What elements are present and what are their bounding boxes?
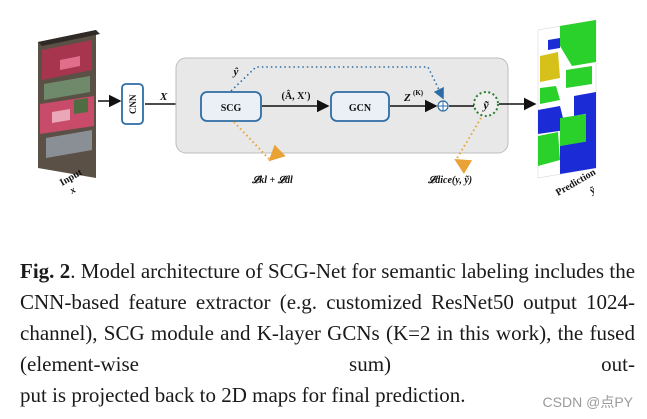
caption-line-1: . Model architecture of SCG-Net for sema… <box>70 259 529 283</box>
prediction-image <box>537 19 597 179</box>
scg-label: SCG <box>221 103 242 114</box>
caption-line-4: GCNs (K=2 in this work), the fused (elem… <box>20 321 635 376</box>
ytilde-node <box>473 91 499 117</box>
ytilde-label: ỹ <box>481 98 489 112</box>
caption-line-3: ResNet50 output 1024-channel), SCG modul… <box>20 290 636 345</box>
caption-line-5: put is projected back to 2D maps for fin… <box>20 383 466 407</box>
sum-node-icon <box>437 100 449 112</box>
input-image <box>38 30 100 178</box>
caption-figure-label: Fig. 2 <box>20 259 71 283</box>
caption-line-2: includes the CNN-based feature extractor… <box>20 259 636 314</box>
feature-label: X <box>159 91 168 103</box>
z-label: Z <box>403 92 411 104</box>
cnn-label: CNN <box>128 94 138 114</box>
csdn-watermark: CSDN @点PY <box>542 394 633 410</box>
input-variable: x <box>67 185 78 198</box>
z-superscript: (K) <box>413 89 424 97</box>
gcn-box <box>330 91 390 122</box>
kl-loss-label: 𝓛kl + 𝓛dl <box>251 175 293 186</box>
dice-loss-arrow <box>454 117 482 175</box>
gcn-label: GCN <box>349 103 372 114</box>
cnn-box <box>121 83 144 125</box>
dice-loss-label: 𝓛dice(y, ỹ) <box>427 175 472 186</box>
scg-box <box>200 91 262 122</box>
prediction-variable: ỹ <box>587 185 598 198</box>
adjacency-label: (Â, X′) <box>282 90 311 102</box>
yhat-label: ŷ <box>232 66 239 78</box>
figure-caption: Fig. 2. Model architecture of SCG-Net fo… <box>20 256 635 411</box>
